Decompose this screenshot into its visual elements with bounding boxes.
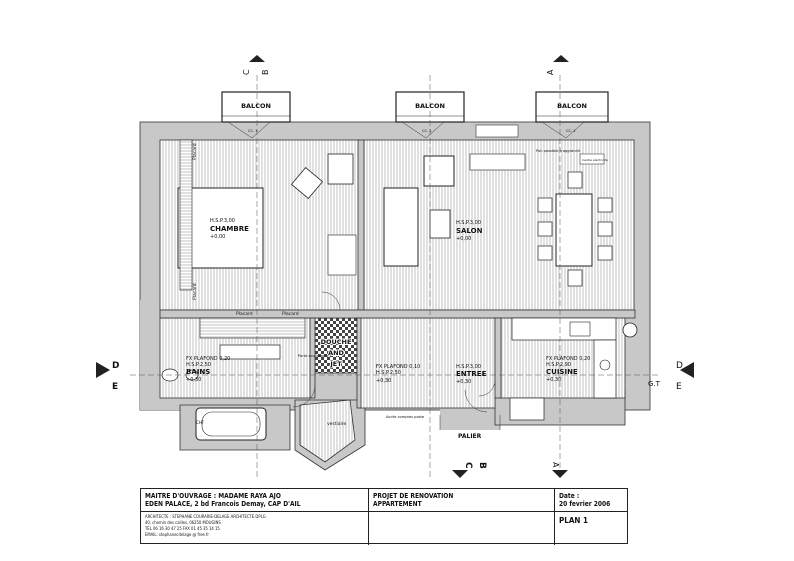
cuisine-name: CUISINE xyxy=(546,368,578,376)
cc-label-1: CC. 1 xyxy=(248,129,258,133)
coffee-table xyxy=(429,209,451,239)
interior-walls xyxy=(159,139,636,409)
armchair-salon xyxy=(423,155,455,187)
cuisine-fx: FX PLAFOND 0,20 xyxy=(546,356,590,362)
placard-1: Placard xyxy=(236,311,253,317)
dining-table xyxy=(555,193,593,267)
architect-name: ARCHITECTE : STEPHANE COURARIE-DELAGE AR… xyxy=(145,514,266,519)
maitre-ouvrage: MAITRE D'OUVRAGE : MADAME RAYA AJO xyxy=(145,492,281,500)
date-value: 20 fevrier 2006 xyxy=(559,500,611,508)
architect-address: 40, chemin des cailles, 06250 MOUGINS xyxy=(145,520,221,525)
armchair-chambre xyxy=(290,166,324,200)
palier-label: PALIER xyxy=(458,433,482,440)
section-markers xyxy=(96,55,694,478)
window-opening xyxy=(475,124,519,138)
radiator-note: Pan possible à aggrandir xyxy=(536,149,581,153)
porte-coulissante-label: Porte coulissante xyxy=(298,354,330,358)
balcony-label-right: BALCON xyxy=(557,102,587,110)
cc-label-3: CC. 1 xyxy=(566,129,576,133)
cuisine-level: +0,30 xyxy=(546,377,561,383)
title-block-project-cell: PROJET DE RENOVATION APPARTEMENT xyxy=(369,489,555,545)
chambre-level: +0,00 xyxy=(210,234,225,240)
couloir-hsp: H.S.P.2,50 xyxy=(376,370,401,376)
section-mark-b-bottom: B xyxy=(477,462,487,469)
section-mark-c-top: C xyxy=(242,69,251,75)
wardrobe-left xyxy=(179,139,193,291)
kitchen-counter-top xyxy=(511,317,617,341)
section-mark-e-right: E xyxy=(676,382,682,392)
centre-electricite-label: Centre électricité xyxy=(582,158,608,162)
title-block-divider xyxy=(141,511,368,512)
bains-hsp: H.S.P.2,50 xyxy=(186,362,211,368)
floor-hatching xyxy=(159,139,635,463)
title-block-divider xyxy=(369,511,554,512)
chf-label: CHF xyxy=(196,420,205,425)
vestiaire-label: vestiaire xyxy=(327,421,347,427)
desk-chambre xyxy=(327,153,354,185)
architect-email: EMAIL: stephanecdelage @ free.fr xyxy=(145,532,209,537)
cc-label-2: CC. 1 xyxy=(422,129,432,133)
owner-address: EDEN PALACE, 2 bd Francois Demay, CAP D'… xyxy=(145,500,301,508)
cuisine-hsp: H.S.P.2,90 xyxy=(546,362,571,368)
projet-line2: APPARTEMENT xyxy=(373,500,422,508)
placard-2: Placard xyxy=(282,311,299,317)
section-mark-c-bottom: C xyxy=(463,462,473,469)
section-mark-d-right: D xyxy=(676,361,683,371)
centre-electricite-box xyxy=(579,153,605,165)
couloir-fx: FX PLAFOND 0,10 xyxy=(376,364,420,370)
kitchen-table xyxy=(509,397,545,421)
oven xyxy=(622,322,638,338)
placard-left-top: Placard xyxy=(192,143,198,160)
dresser xyxy=(327,234,357,276)
section-mark-gt: G.T xyxy=(648,380,661,388)
bains-name: BAINS xyxy=(186,368,210,376)
douche-line1: DOUCHE xyxy=(321,338,352,346)
balcony-left xyxy=(221,91,291,139)
sideboard xyxy=(469,153,526,171)
sink xyxy=(569,321,591,337)
balcony-label-left: BALCON xyxy=(241,102,271,110)
section-mark-a-top: A xyxy=(546,69,555,75)
section-mark-d-left: D xyxy=(112,361,119,371)
door-swings xyxy=(292,291,496,413)
douche-line2: AND xyxy=(328,349,344,357)
projet-line1: PROJET DE RENOVATION xyxy=(373,492,454,500)
stair-landing xyxy=(439,415,501,430)
bains-level: +0,30 xyxy=(186,377,201,383)
salon-name: SALON xyxy=(456,227,483,235)
entree-level: +0,30 xyxy=(456,379,471,385)
salon-level: +0,00 xyxy=(456,236,471,242)
acces-comptes-label: Accès comptes poste xyxy=(386,415,425,419)
section-mark-a-bottom: A xyxy=(551,462,560,468)
title-block-owner-cell: MAITRE D'OUVRAGE : MADAME RAYA AJO EDEN … xyxy=(141,489,369,545)
closet-bains xyxy=(199,317,306,339)
title-block: MAITRE D'OUVRAGE : MADAME RAYA AJO EDEN … xyxy=(140,488,628,545)
placard-left-bottom: Placard xyxy=(192,283,198,300)
title-block-divider xyxy=(555,511,627,512)
salon-hsp: H.S.P.3,00 xyxy=(456,220,481,226)
balcony-label-middle: BALCON xyxy=(415,102,445,110)
entree-name: ENTREE xyxy=(456,370,487,378)
hob xyxy=(599,359,611,371)
plan-number: PLAN 1 xyxy=(559,516,588,525)
couloir-level: +0,30 xyxy=(376,378,391,384)
chambre-name: CHAMBRE xyxy=(210,225,249,233)
bathtub-inner xyxy=(201,411,261,437)
architect-tel: TEL 06 16 30 47 25 FAX 01 45 35 14 15 xyxy=(145,526,220,531)
section-mark-e-left: E xyxy=(112,382,118,392)
section-lines xyxy=(130,75,660,480)
sofa xyxy=(383,187,419,267)
title-block-date-cell: Date : 20 fevrier 2006 PLAN 1 xyxy=(555,489,627,545)
chambre-hsp: H.S.P.3,00 xyxy=(210,218,235,224)
vanity xyxy=(219,344,281,360)
balcony-right xyxy=(535,91,609,139)
date-label: Date : xyxy=(559,492,580,500)
section-mark-b-top: B xyxy=(261,70,270,76)
entree-hsp: H.S.P.3,00 xyxy=(456,364,481,370)
dining-chairs xyxy=(537,171,613,287)
bains-fx: FX PLAFOND 0,20 xyxy=(186,356,230,362)
douche-line3: JET xyxy=(329,360,342,368)
